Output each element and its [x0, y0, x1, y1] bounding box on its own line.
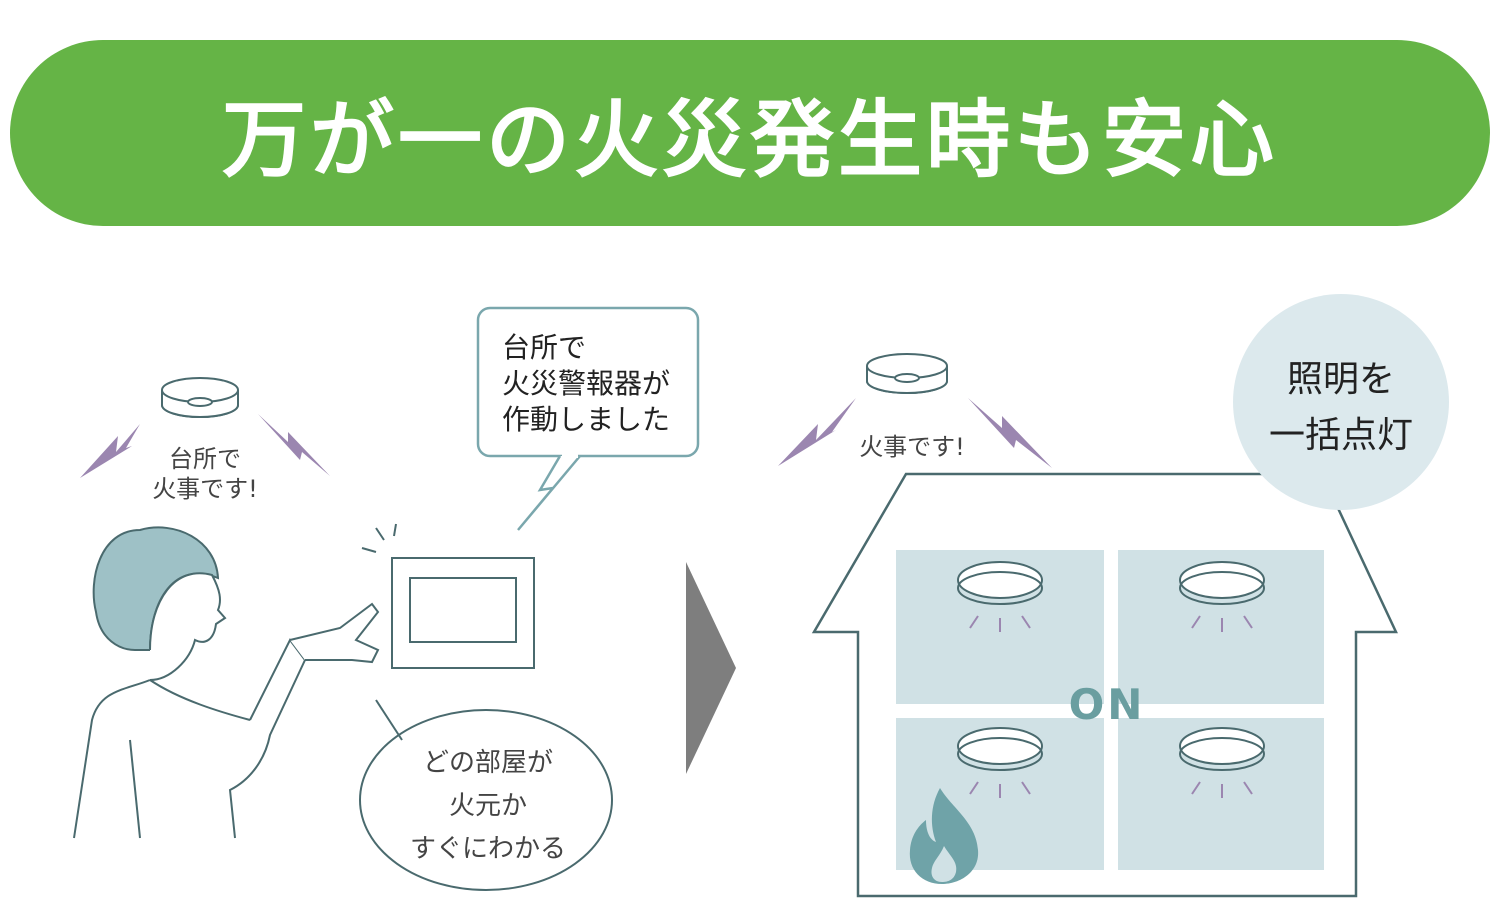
- alarm-lightning-icon: [968, 398, 1052, 468]
- left-detector-label: 台所で 火事です!: [152, 445, 258, 503]
- banner-title: 万が一の火災発生時も安心: [221, 90, 1278, 189]
- alarm-lightning-icon: [778, 398, 856, 466]
- intercom-monitor-icon: [391, 557, 535, 669]
- thought-bubble: [359, 699, 613, 891]
- alarm-lightning-icon: [258, 414, 330, 476]
- smoke-detector-icon: [866, 353, 948, 394]
- woman-illustration: [73, 526, 380, 839]
- on-status-label: ON: [1068, 680, 1146, 729]
- right-detector-label: 火事です!: [859, 433, 965, 461]
- attention-marks-icon: [361, 523, 397, 553]
- monitor-message-bubble: [476, 306, 700, 531]
- next-arrow-icon: [686, 562, 736, 774]
- alarm-lightning-icon: [80, 424, 140, 478]
- monitor-message-text: 台所で 火災警報器が 作動しました: [502, 331, 671, 436]
- ceiling-light-icon: [957, 727, 1043, 798]
- speech-text: どの部屋が 火元か すぐにわかる: [409, 748, 566, 864]
- header-banner: 万が一の火災発生時も安心: [10, 40, 1490, 226]
- ceiling-light-icon: [957, 561, 1043, 632]
- flame-icon: [909, 788, 979, 884]
- ceiling-light-icon: [1179, 727, 1265, 798]
- flame-inner-icon: [931, 846, 957, 882]
- ceiling-light-icon: [1179, 561, 1265, 632]
- badge-circle: [1233, 294, 1449, 510]
- badge-text: 照明を 一括点灯: [1268, 359, 1413, 456]
- smoke-detector-icon: [161, 377, 239, 418]
